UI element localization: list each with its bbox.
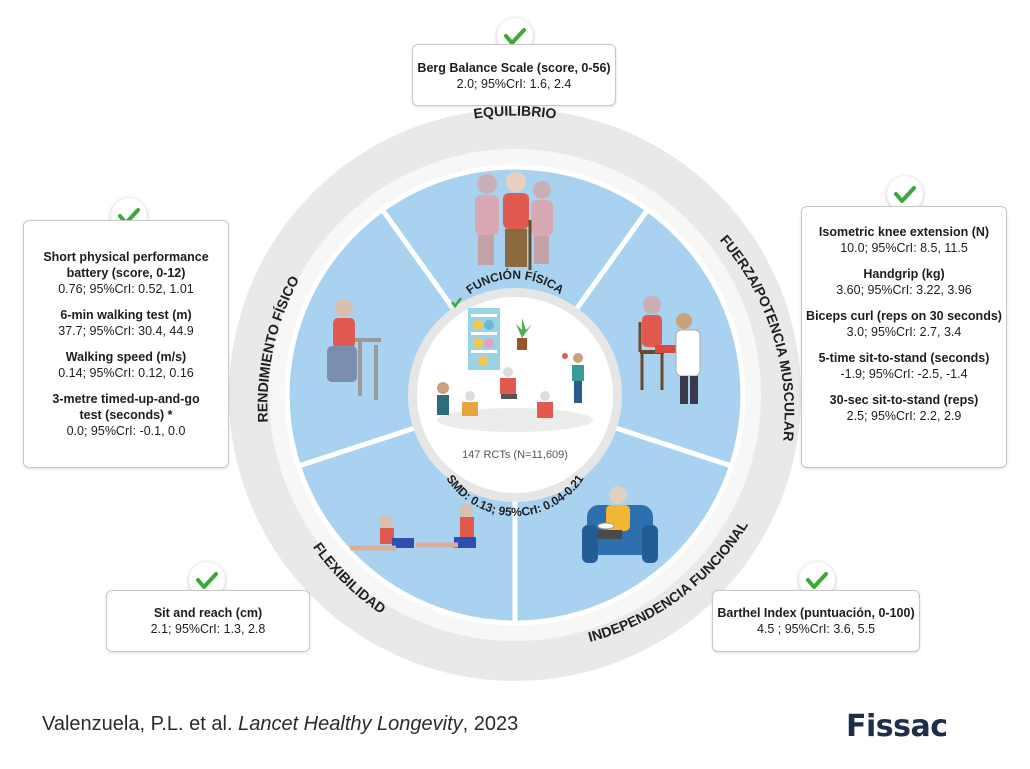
box-flexibility-value: 2.1; 95%CrI: 1.3, 2.8 bbox=[150, 622, 266, 636]
box-balance-value: 2.0; 95%CrI: 1.6, 2.4 bbox=[456, 77, 572, 91]
segment-balance bbox=[378, 164, 652, 400]
box-strength-value-3: 3.0; 95%CrI: 2.7, 3.4 bbox=[846, 325, 962, 339]
box-performance-title-1b: battery (score, 0-12) bbox=[66, 266, 186, 280]
box-functional-value: 4.5 ; 95%CrI: 3.6, 5.5 bbox=[756, 622, 876, 636]
box-performance-title-4: 3-metre timed-up-and-go bbox=[52, 392, 200, 406]
illustration-strength bbox=[638, 296, 701, 404]
fissac-logo: Fissac bbox=[846, 709, 948, 744]
box-performance-title-4b: test (seconds) * bbox=[79, 408, 173, 422]
citation-journal: Lancet Healthy Longevity bbox=[238, 713, 463, 735]
box-performance-title-2: 6-min walking test (m) bbox=[60, 308, 192, 322]
box-strength-value-4: -1.9; 95%CrI: -2.5, -1.4 bbox=[840, 367, 968, 381]
center-rcts: 147 RCTs (N=11,609) bbox=[462, 449, 568, 461]
box-functional: Barthel Index (puntuación, 0-100) 4.5 ; … bbox=[712, 590, 920, 652]
box-strength: Isometric knee extension (N) 10.0; 95%Cr… bbox=[801, 206, 1007, 468]
box-strength-title-2: Handgrip (kg) bbox=[863, 267, 945, 281]
box-functional-title: Barthel Index (puntuación, 0-100) bbox=[717, 606, 915, 620]
center-check-icon bbox=[451, 297, 462, 309]
illustration-performance bbox=[327, 299, 381, 400]
box-balance: Berg Balance Scale (score, 0-56) 2.0; 95… bbox=[412, 44, 616, 106]
box-performance-title-3: Walking speed (m/s) bbox=[65, 350, 187, 364]
box-flexibility-title: Sit and reach (cm) bbox=[153, 606, 263, 620]
box-performance-value-1: 0.76; 95%CrI: 0.52, 1.01 bbox=[58, 282, 194, 296]
illustration-flexibility bbox=[350, 504, 476, 551]
box-performance-title-1: Short physical performance bbox=[43, 250, 209, 264]
box-strength-title-4: 5-time sit-to-stand (seconds) bbox=[818, 351, 990, 365]
citation-authors: Valenzuela, P.L. et al. bbox=[42, 713, 239, 735]
box-strength-value-2: 3.60; 95%CrI: 3.22, 3.96 bbox=[836, 283, 972, 297]
box-performance-value-3: 0.14; 95%CrI: 0.12, 0.16 bbox=[58, 366, 194, 380]
box-strength-value-5: 2.5; 95%CrI: 2.2, 2.9 bbox=[846, 409, 962, 423]
box-strength-title-1: Isometric knee extension (N) bbox=[818, 225, 990, 239]
box-strength-title-3: Biceps curl (reps on 30 seconds) bbox=[806, 309, 1002, 323]
illustration-functional bbox=[582, 486, 658, 563]
box-strength-title-5: 30-sec sit-to-stand (reps) bbox=[829, 393, 979, 407]
box-strength-value-1: 10.0; 95%CrI: 8.5, 11.5 bbox=[840, 241, 968, 255]
box-performance-value-2: 37.7; 95%CrI: 30.4, 44.9 bbox=[58, 324, 194, 338]
box-flexibility: Sit and reach (cm) 2.1; 95%CrI: 1.3, 2.8 bbox=[106, 590, 310, 652]
box-performance-value-4: 0.0; 95%CrI: -0.1, 0.0 bbox=[66, 424, 186, 438]
illustration-balance bbox=[475, 172, 553, 270]
box-balance-title: Berg Balance Scale (score, 0-56) bbox=[417, 61, 611, 75]
citation-year: , 2023 bbox=[462, 713, 519, 735]
citation: Valenzuela, P.L. et al. Lancet Healthy L… bbox=[42, 713, 518, 736]
box-performance: Short physical performance battery (scor… bbox=[23, 220, 229, 468]
center-illustration bbox=[437, 308, 593, 432]
